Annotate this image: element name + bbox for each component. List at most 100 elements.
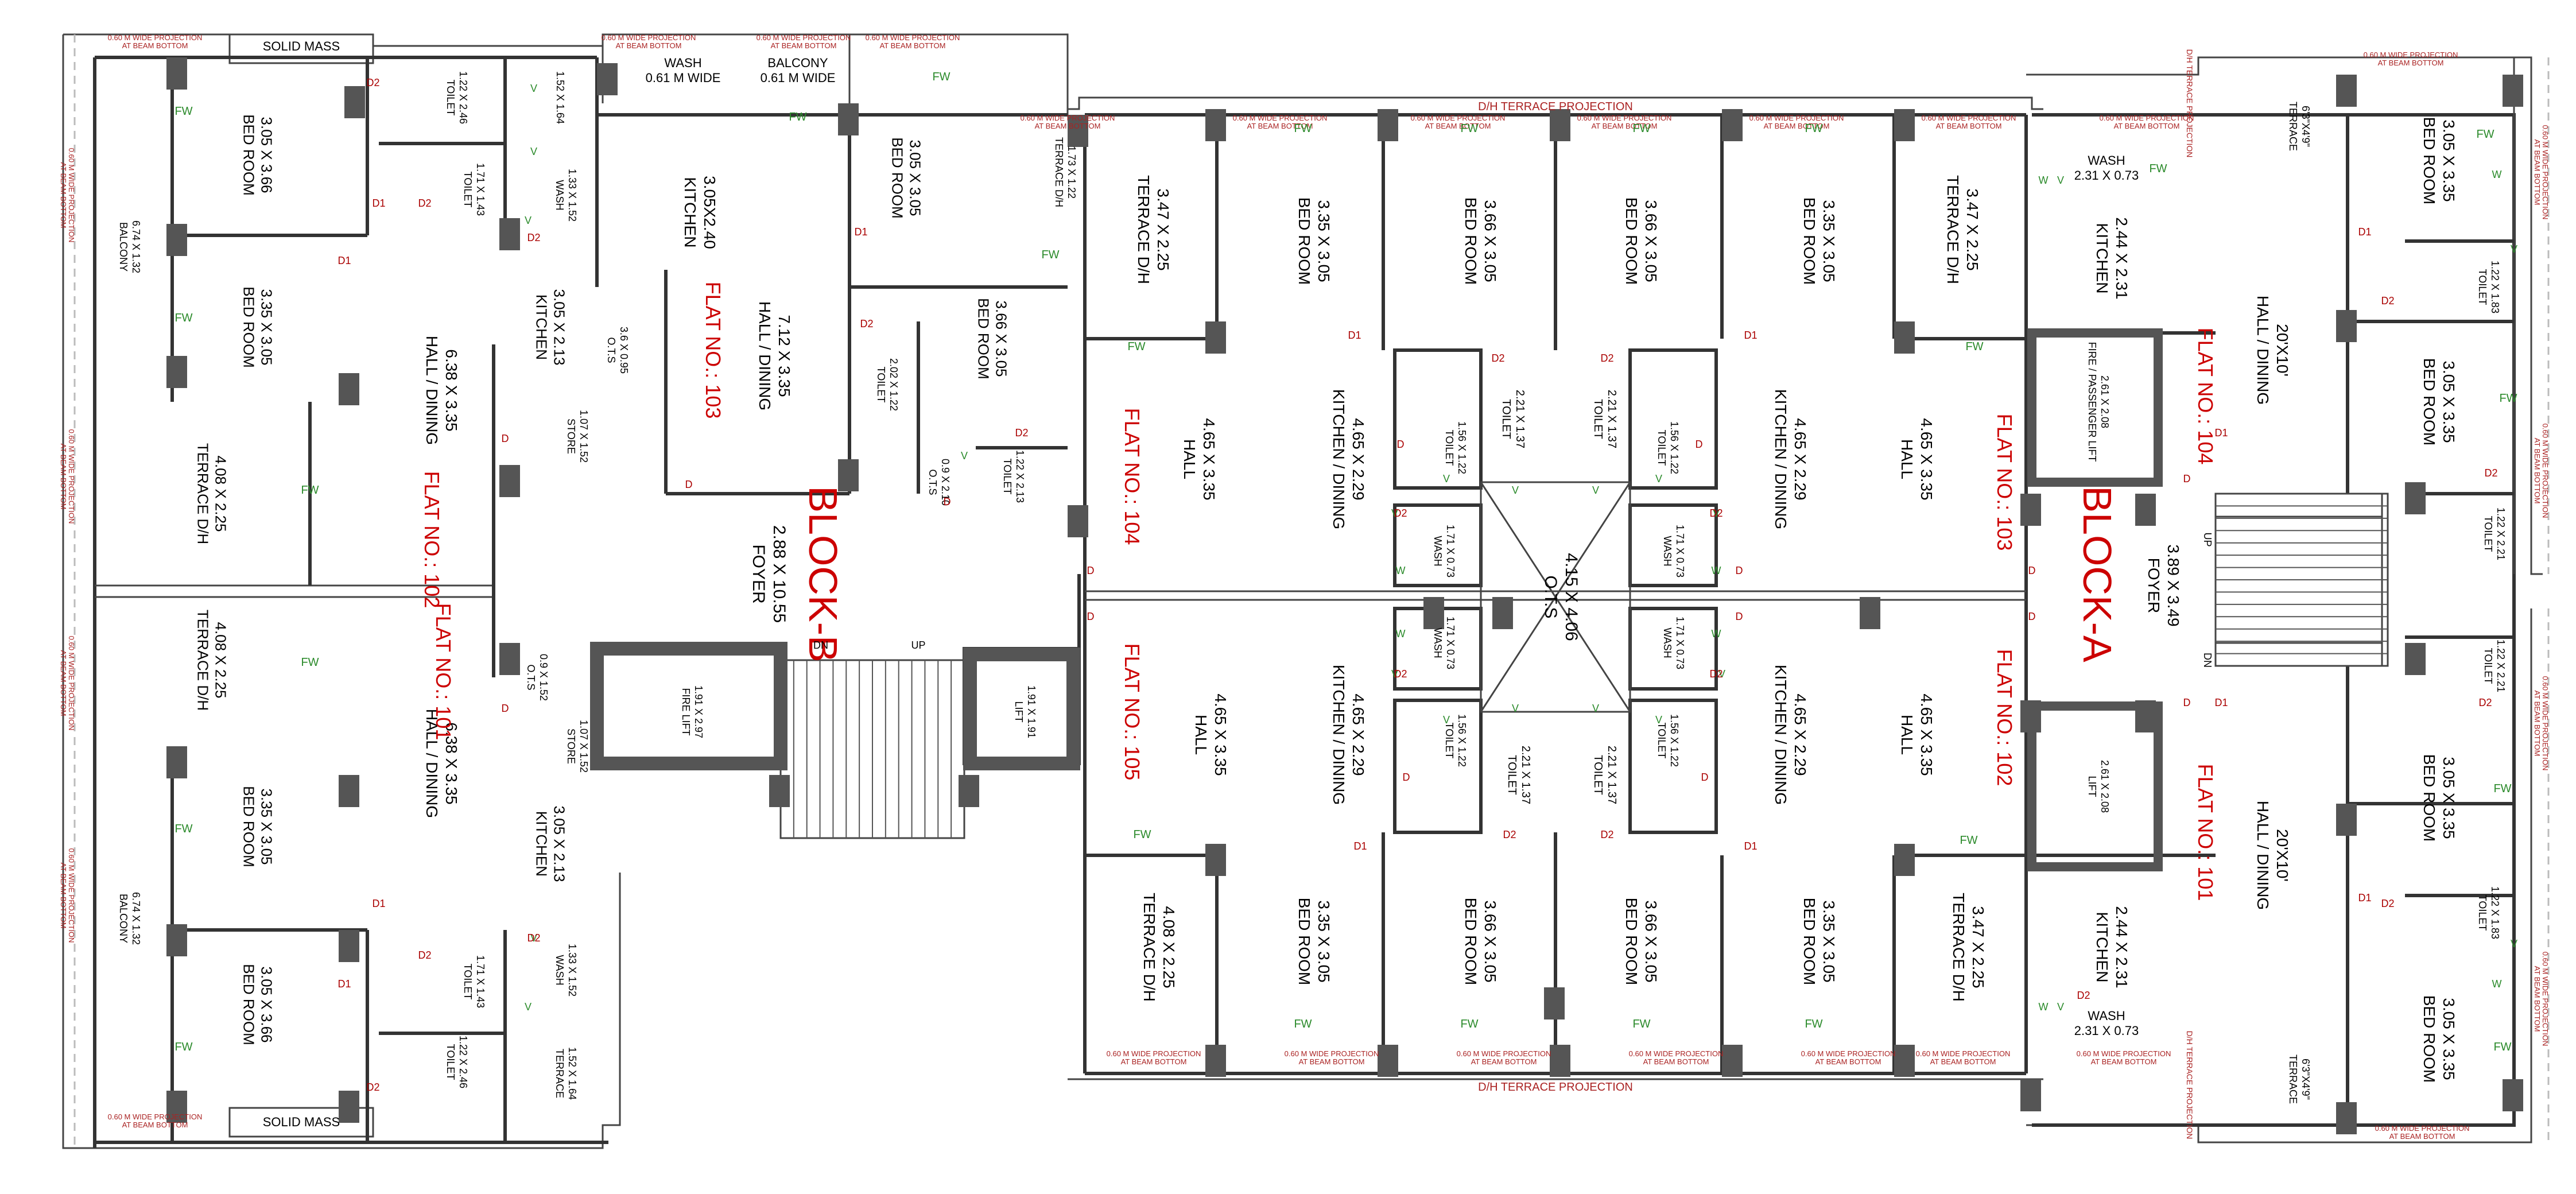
column: [1722, 109, 1743, 141]
projection-note: 0.60 M WIDE PROJECTION: [67, 148, 76, 243]
door-label: D: [1403, 772, 1410, 783]
room-name: STORE: [565, 728, 577, 764]
door-label: D: [1087, 611, 1095, 622]
column: [2135, 494, 2156, 526]
projection-note: 0.60 M WIDE PROJECTION: [1801, 1049, 1896, 1058]
column: [2020, 494, 2041, 526]
room-name: WASH: [1662, 536, 1673, 566]
column: [1550, 1045, 1570, 1077]
room-name: TERRACE: [2287, 1055, 2299, 1104]
solid-mass-label: SOLID MASS: [263, 1115, 340, 1129]
room-dimension: 2.31 X 0.73: [2074, 1024, 2139, 1038]
projection-note: AT BEAM BOTTOM: [1815, 1057, 1881, 1066]
door-label: D2: [366, 1081, 379, 1093]
room-dimension: 0.9 X 1.52: [538, 654, 549, 701]
column: [2405, 482, 2426, 514]
window-label: V: [525, 215, 532, 226]
projection-note: 0.60 M WIDE PROJECTION: [866, 33, 960, 42]
fw-label: FW: [1632, 122, 1650, 135]
door-label: D: [685, 479, 693, 490]
room-name: TERRACE D/H: [1140, 893, 1158, 1002]
column: [1205, 109, 1226, 141]
door-label: D2: [418, 197, 431, 209]
door-label: D2: [2077, 990, 2090, 1001]
stair-down-label: DN: [2202, 653, 2213, 668]
room-dimension: 2.88 X 10.55: [770, 525, 789, 623]
room-dimension: 4.65 X 2.29: [1791, 418, 1809, 500]
column: [166, 224, 187, 256]
room-dimension: 3.05 X 3.35: [2440, 360, 2458, 443]
projection-note: AT BEAM BOTTOM: [122, 1121, 188, 1129]
room-dimension: 3.35 X 3.05: [258, 789, 276, 865]
room-dimension: 2.44 X 2.31: [2113, 217, 2131, 299]
room-name: BED ROOM: [1462, 197, 1480, 285]
room-dimension: 1.71 X 0.73: [1674, 525, 1686, 577]
room-dimension: 1.07 X 1.52: [578, 720, 589, 773]
door-label: D1: [1348, 329, 1361, 341]
door-label: D1: [2358, 226, 2371, 238]
room-dimension: 3.35 X 3.05: [258, 289, 276, 366]
room-name: BED ROOM: [1801, 898, 1818, 985]
room-dimension: 3.05 X 2.13: [551, 289, 568, 366]
room-dimension: 2.44 X 2.31: [2113, 906, 2131, 988]
fw-label: FW: [174, 823, 192, 835]
room-dimension: 2.31 X 0.73: [2074, 168, 2139, 183]
window-label: V: [530, 146, 537, 157]
room-dimension: 3.05 X 3.05: [907, 140, 924, 216]
door-label: D2: [366, 77, 379, 88]
room-name: BED ROOM: [889, 137, 906, 219]
room-dimension: 1.71 X 0.73: [1445, 617, 1456, 669]
room-dimension: 1.73 X 1.22: [1066, 146, 1077, 199]
window-label: V: [525, 1001, 532, 1013]
fw-label: FW: [1460, 122, 1478, 135]
room-name: KITCHEN / DINING: [1772, 665, 1790, 805]
window-label: W: [1396, 565, 1406, 576]
room-dimension: 4.65 X 2.29: [1791, 693, 1809, 776]
projection-note: AT BEAM BOTTOM: [2533, 691, 2542, 757]
room-name: WASH: [664, 56, 701, 70]
room-name: O.T.S: [1541, 575, 1560, 618]
fw-label: FW: [2493, 1041, 2511, 1053]
window-label: V: [1718, 668, 1725, 680]
terrace-projection-label: D/H TERRACE PROJECTION: [2185, 49, 2194, 158]
fw-label: FW: [1805, 1018, 1822, 1030]
door-label: D2: [860, 318, 873, 329]
column: [1492, 597, 1513, 629]
column: [1068, 115, 1088, 147]
window-label: V: [1512, 703, 1519, 714]
room-dimension: 1.07 X 1.52: [578, 410, 589, 463]
door-label: D2: [527, 232, 540, 243]
room-dimension: 2.21 X 1.37: [1605, 746, 1618, 804]
room-name: BED ROOM: [240, 286, 257, 368]
room-dimension: 1.22 X 2.21: [2495, 639, 2507, 692]
room-dimension: 1.56 X 1.22: [1669, 421, 1680, 474]
room-name: LIFT: [1013, 701, 1025, 722]
projection-note: 0.60 M WIDE PROJECTION: [2100, 114, 2194, 122]
window-label: W: [2492, 169, 2502, 180]
room-name: TOILET: [2477, 895, 2488, 931]
flat-number: FLAT NO.: 101: [2194, 764, 2217, 901]
column: [2020, 1079, 2041, 1111]
room-name: KITCHEN: [533, 294, 550, 360]
room-dimension: 3.05 X 2.13: [551, 806, 568, 882]
room-name: WASH: [2088, 1009, 2125, 1023]
fw-label: FW: [174, 1041, 192, 1053]
block-title: BLOCK-B: [801, 486, 845, 662]
room-name: BED ROOM: [1623, 898, 1640, 985]
room-dimension: 1.71 X 0.73: [1674, 617, 1686, 669]
room-name: BED ROOM: [240, 786, 257, 867]
door-label: D2: [2381, 295, 2394, 307]
column: [1423, 597, 1444, 629]
column: [344, 86, 365, 118]
window-label: V: [1391, 507, 1398, 519]
room-name: BED ROOM: [1801, 197, 1818, 285]
room-name: KITCHEN: [533, 811, 550, 877]
window-label: V: [2057, 1001, 2064, 1013]
room-name: TOILET: [2482, 648, 2494, 684]
room-name: WASH: [1662, 627, 1673, 658]
door-label: D1: [337, 255, 351, 266]
room-dimension: 4.08 X 2.25: [212, 456, 230, 532]
column: [2405, 643, 2426, 675]
door-label: D1: [337, 978, 351, 990]
door-label: D: [2028, 565, 2036, 576]
